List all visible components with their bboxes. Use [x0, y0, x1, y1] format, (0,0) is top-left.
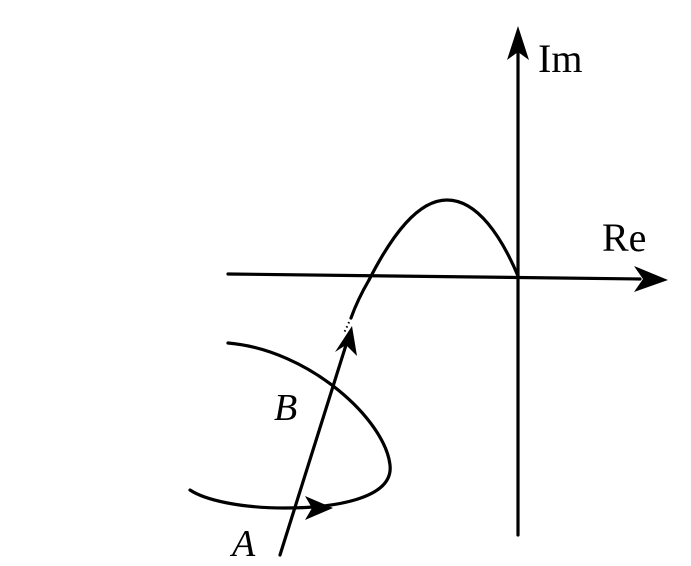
point-b-label: B: [274, 387, 297, 429]
real-axis-arrowhead: [634, 266, 668, 292]
nyquist-curve-upper: [367, 198, 520, 282]
ab-line-arrowhead: [335, 326, 357, 356]
point-a-label: A: [229, 523, 256, 565]
imaginary-axis-arrowhead: [507, 26, 529, 60]
nyquist-curve-lower: [349, 278, 371, 320]
curve-dotted-gap: [343, 317, 352, 334]
contour-curve: [188, 341, 392, 510]
contour-direction-arrowhead: [305, 496, 333, 520]
ab-line: [278, 343, 348, 557]
real-axis: [226, 272, 642, 281]
imaginary-axis-label: Im: [538, 36, 582, 81]
real-axis-label: Re: [602, 215, 646, 260]
